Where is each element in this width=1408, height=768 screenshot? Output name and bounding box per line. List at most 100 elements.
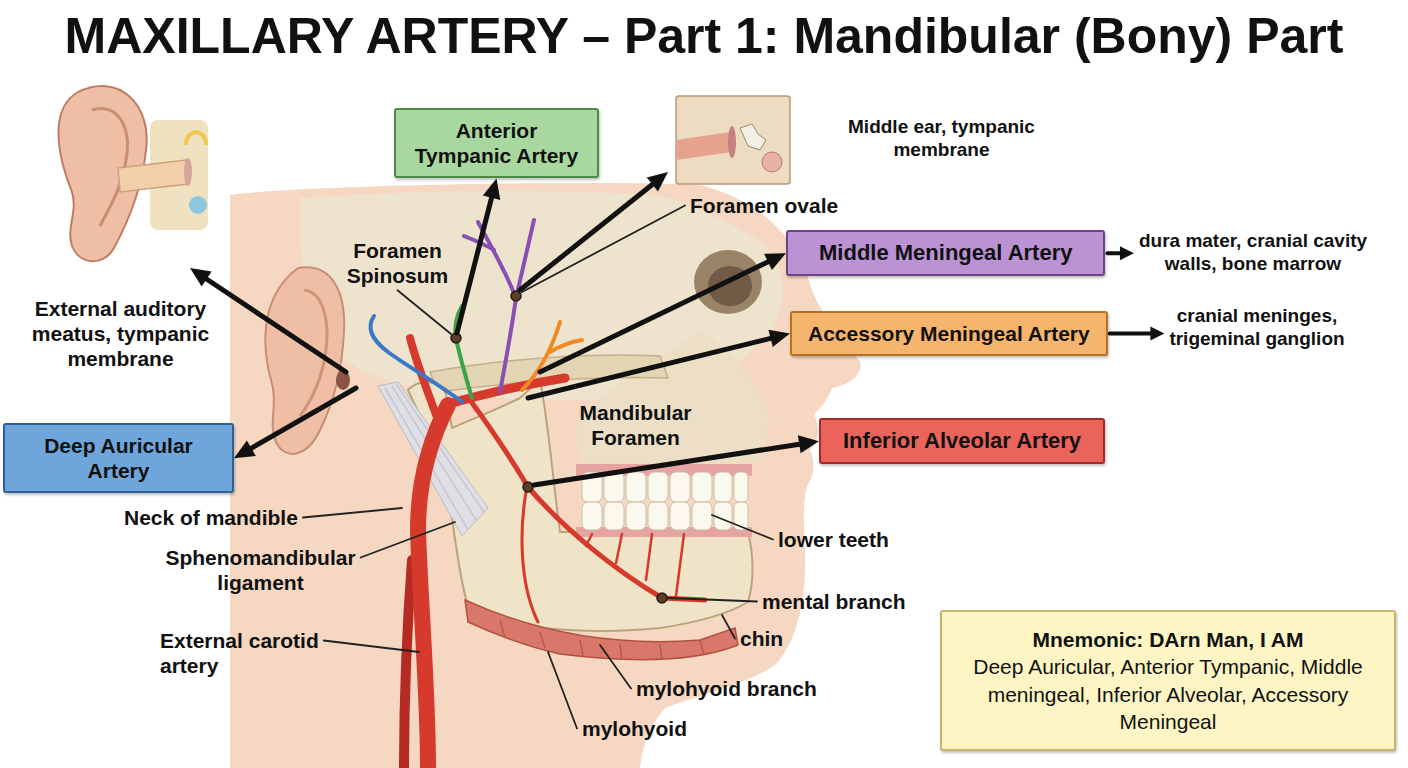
box-label: Deep Auricular Artery (31, 433, 206, 483)
label-slot: cranial meninges, trigeminal ganglion (1157, 305, 1357, 351)
pointer-arrow (205, 278, 346, 372)
label-slot: mylohyoid branch (636, 676, 817, 701)
leader-line (361, 522, 455, 558)
illustration-part (586, 534, 684, 596)
illustration-part (648, 502, 668, 530)
illustration-part (186, 132, 206, 145)
illustration-part (762, 152, 782, 172)
illustration-part (728, 126, 736, 158)
label-slot: mental branch (762, 589, 906, 614)
part-label: Foramen Spinosum (335, 238, 460, 288)
label-slot: dura mater, cranial cavity walls, bone m… (1133, 230, 1373, 276)
illustration-part (470, 400, 705, 600)
pointer-arrow-head (234, 440, 256, 458)
title-text: MAXILLARY ARTERY – Part 1: Mandibular (B… (65, 8, 1344, 64)
artery-box: Deep Auricular Artery (3, 423, 234, 493)
part-label: mental branch (762, 589, 906, 614)
illustration-part (676, 132, 732, 160)
artery-box: Anterior Tympanic Artery (394, 108, 599, 178)
illustration-part (370, 316, 462, 402)
illustration-part (522, 492, 538, 622)
part-label: Neck of mandible (124, 505, 298, 530)
box-body: Deep Auricular, Anterior Tympanic, Middl… (966, 653, 1370, 735)
leader-line (712, 515, 773, 540)
illustration-part (692, 472, 712, 502)
illustration-part (465, 600, 738, 660)
leader-line (668, 598, 757, 602)
part-label: mylohyoid branch (636, 676, 817, 701)
part-label: Mandibular Foramen (568, 400, 703, 450)
pointer-arrow (250, 388, 356, 449)
part-label: chin (740, 626, 783, 651)
illustration-part (670, 502, 690, 530)
illustration-part (118, 160, 188, 192)
title-bar: MAXILLARY ARTERY – Part 1: Mandibular (B… (0, 8, 1408, 66)
part-label: Sphenomandibular ligament (148, 545, 373, 595)
leader-line (600, 645, 631, 689)
illustration-part (714, 472, 732, 502)
part-label: Foramen ovale (690, 193, 838, 218)
part-label: dura mater, cranial cavity walls, bone m… (1133, 230, 1373, 276)
illustration-part (740, 124, 766, 150)
illustration-part (670, 472, 690, 502)
illustration-part (230, 183, 861, 768)
artery-box: Inferior Alveolar Artery (819, 418, 1105, 464)
pointer-arrow (457, 196, 492, 333)
illustration-part (189, 196, 207, 214)
box-label: Inferior Alveolar Artery (843, 428, 1081, 454)
part-label: External auditory meatus, tympanic membr… (18, 296, 223, 372)
part-label: mylohyoid (582, 716, 687, 741)
label-slot: External carotid artery (160, 628, 335, 678)
pointer-arrow-head (483, 178, 500, 200)
illustration-part (455, 306, 472, 398)
illustration-part (648, 472, 668, 502)
illustration-part (604, 472, 624, 502)
illustration-part (523, 482, 533, 492)
pointer-arrow-head (768, 330, 790, 347)
illustration-part (692, 502, 712, 530)
artery-box: Accessory Meningeal Artery (790, 311, 1108, 356)
part-label: Middle ear, tympanic membrane (848, 116, 1035, 162)
pointer-arrow-head (190, 268, 212, 287)
illustration-part (410, 338, 438, 420)
illustration-part (626, 502, 646, 530)
pointer-arrow-head (647, 172, 668, 192)
box-label: Accessory Meningeal Artery (808, 321, 1090, 346)
ear (265, 267, 350, 454)
label-slot: mylohyoid (582, 716, 687, 741)
illustration-part (418, 405, 448, 768)
illustration-part (500, 620, 704, 660)
mnemonic-box: Mnemonic: DArn Man, I AMDeep Auricular, … (940, 610, 1396, 751)
label-slot: Middle ear, tympanic membrane (848, 116, 1035, 162)
pointer-arrow (520, 183, 654, 290)
leader-line (722, 615, 735, 639)
part-label: cranial meninges, trigeminal ganglion (1157, 305, 1357, 351)
illustration-part (582, 502, 602, 530)
box-label: Middle Meningeal Artery (819, 240, 1072, 266)
artery-box: Middle Meningeal Artery (786, 230, 1105, 276)
illustration-part (604, 502, 624, 530)
leader-line (303, 508, 402, 518)
pointer-arrow-head (1150, 327, 1164, 341)
mylohyoid-muscle (465, 600, 738, 660)
illustration-part (657, 593, 667, 603)
pointer-arrow (540, 261, 770, 372)
part-label: External carotid artery (160, 628, 335, 678)
middle-ear-inset (676, 96, 790, 184)
box-label: Mnemonic: DArn Man, I AM (966, 626, 1370, 653)
ear-inset (59, 86, 209, 261)
illustration-part (626, 472, 646, 502)
label-slot: Foramen ovale (690, 193, 838, 218)
pointer-arrow (528, 338, 773, 398)
illustration-part (676, 96, 790, 184)
label-slot: Foramen Spinosum (335, 238, 460, 288)
label-slot: Mandibular Foramen (568, 400, 703, 450)
label-slot: External auditory meatus, tympanic membr… (18, 296, 223, 372)
part-label: lower teeth (778, 527, 889, 552)
pointer-arrow (534, 444, 801, 485)
illustration-part (184, 158, 192, 186)
box-label: Anterior Tympanic Artery (409, 118, 584, 168)
pointer-arrow-head (764, 253, 786, 270)
leader-line (548, 652, 577, 729)
illustration-part (464, 220, 534, 392)
